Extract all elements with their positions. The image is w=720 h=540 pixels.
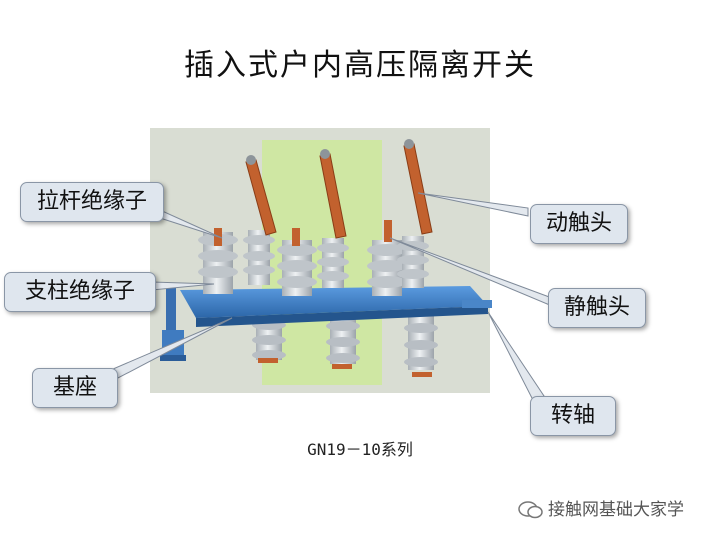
callout-static-contact: 静触头 — [548, 288, 646, 328]
callout-shaft: 转轴 — [530, 396, 616, 436]
callout-lagan-insulator: 拉杆绝缘子 — [20, 182, 164, 222]
lower-insulators — [252, 316, 438, 377]
watermark: 接触网基础大家学 — [518, 496, 684, 524]
callout-moving-contact: 动触头 — [530, 204, 628, 244]
wechat-icon — [518, 500, 544, 520]
callout-base: 基座 — [32, 368, 118, 408]
shaft — [462, 300, 492, 308]
watermark-text: 接触网基础大家学 — [548, 500, 684, 520]
callout-support-insulator: 支柱绝缘子 — [4, 272, 156, 312]
moving-contact-blades — [246, 144, 432, 238]
base-frame — [160, 285, 488, 361]
figure-caption: GN19－10系列 — [0, 436, 720, 460]
